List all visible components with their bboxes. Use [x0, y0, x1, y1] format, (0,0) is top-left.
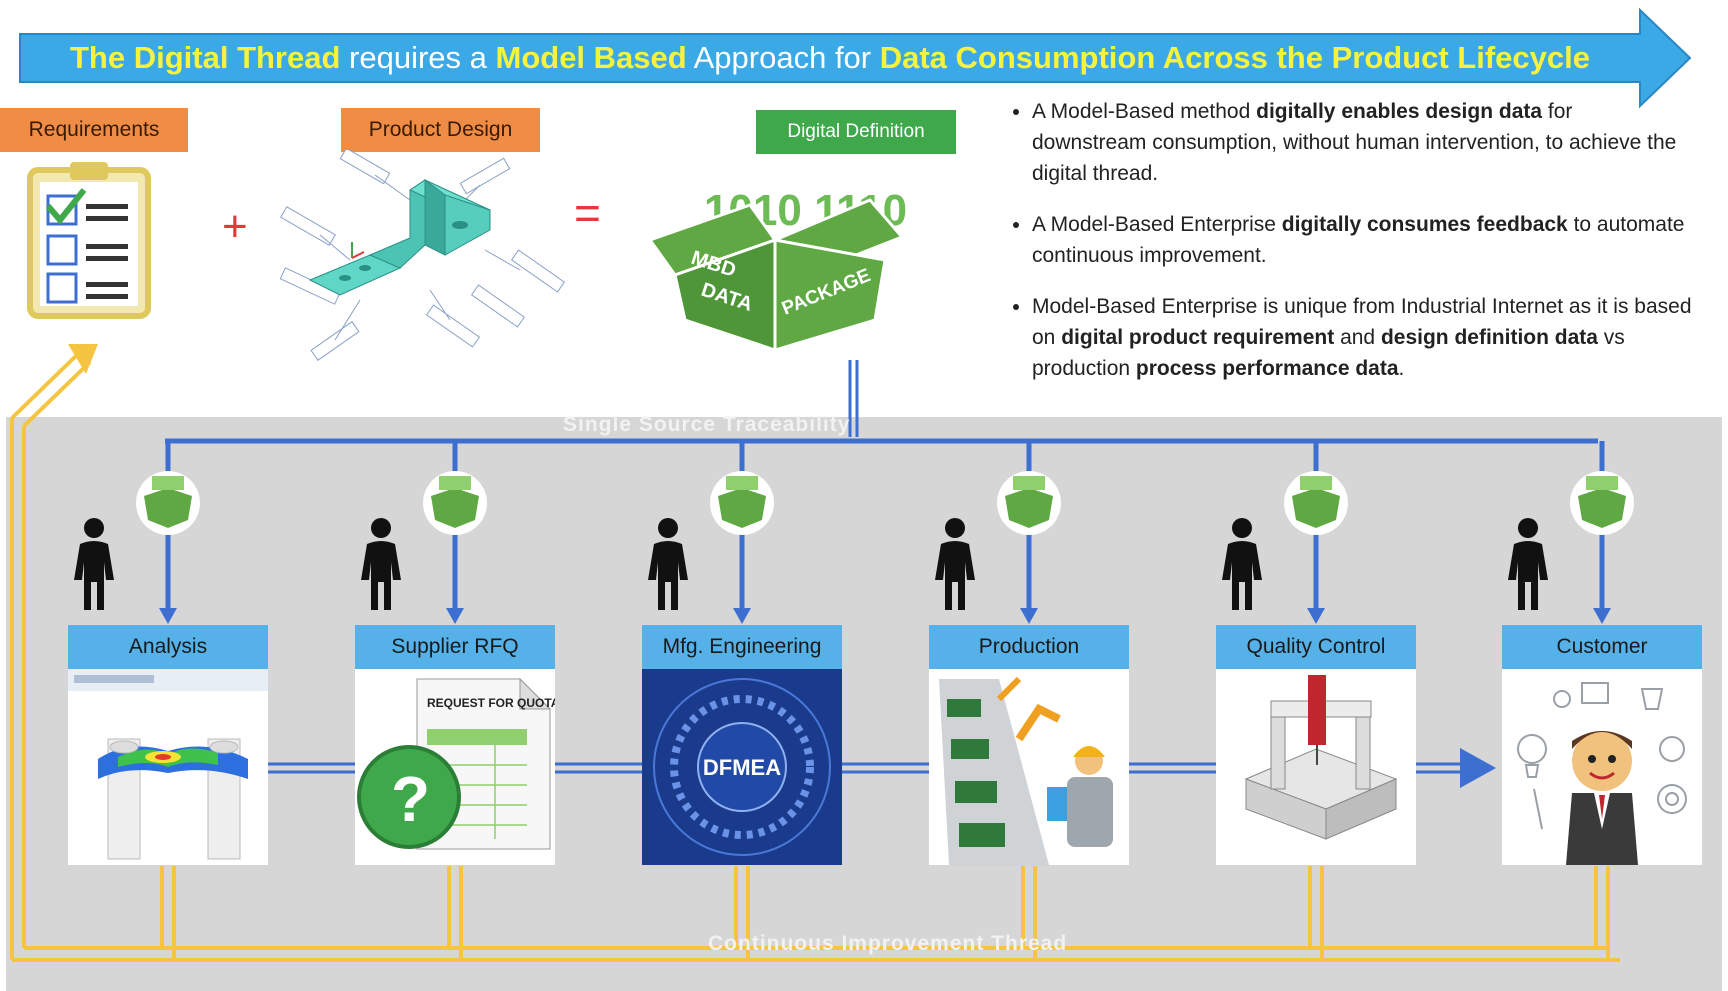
person-icon — [357, 518, 405, 612]
stage-card: Supplier RFQ REQUEST FOR QUOTATION? — [355, 625, 555, 865]
banner-segment: Approach for — [686, 40, 880, 75]
requirements-tag: Requirements — [0, 108, 188, 152]
banner-segment: Model Based — [495, 40, 687, 75]
product-design-bracket-image — [280, 150, 566, 361]
stage-image: DFMEA — [642, 669, 842, 865]
bullet-text: to automate continuous improvement. — [1032, 213, 1685, 267]
bullet-emphasis: process performance data — [1135, 357, 1399, 380]
banner-segment: Data Consumption Across the Product Life… — [879, 40, 1590, 75]
rfq-caption: REQUEST FOR QUOTATION — [427, 696, 555, 710]
mbd-badge-icon — [710, 471, 774, 535]
cmm-machine-image — [1244, 675, 1398, 840]
person-icon — [644, 518, 692, 612]
mbd-badge-icon — [1284, 471, 1348, 535]
person-icon — [931, 518, 979, 612]
production-line-image — [939, 676, 1113, 865]
stage-card: Production — [929, 625, 1129, 865]
person-icon — [1218, 518, 1266, 612]
dfmea-image: DFMEA — [642, 669, 842, 865]
rfq-document-image: REQUEST FOR QUOTATION? — [357, 677, 555, 850]
single-source-traceability-label: Single Source Traceability — [563, 413, 851, 436]
bullet-emphasis: digitally consumes feedback — [1281, 213, 1568, 236]
bullet-emphasis: digital product requirement — [1061, 326, 1335, 349]
bullet-item: Model-Based Enterprise is unique from In… — [1032, 291, 1692, 384]
stage-image: REQUEST FOR QUOTATION? — [355, 669, 555, 865]
stage-card: Quality Control — [1216, 625, 1416, 865]
mbd-badge-icon — [1570, 471, 1634, 535]
dfmea-caption: DFMEA — [703, 755, 781, 780]
person-icon — [70, 518, 118, 612]
bullet-item: A Model-Based method digitally enables d… — [1032, 96, 1692, 189]
bullet-text: . — [1398, 357, 1405, 380]
lifecycle-panel — [6, 417, 1722, 991]
mbd-badge-icon — [136, 471, 200, 535]
stage-image — [1216, 669, 1416, 865]
stage-image — [68, 669, 268, 865]
feedback-arrowhead — [68, 344, 98, 374]
continuous-improvement-label: Continuous Improvement Thread — [708, 932, 1068, 955]
bullet-item: A Model-Based Enterprise digitally consu… — [1032, 209, 1692, 271]
equals-sign: = — [574, 187, 601, 239]
stage-title: Analysis — [68, 625, 268, 669]
happy-customer-image — [1517, 682, 1687, 865]
bullet-text: A Model-Based method — [1032, 100, 1257, 123]
mbd-data-package-icon: 1010 1110 0 MBD DATA PACKAGE — [647, 186, 910, 353]
key-points-list: A Model-Based method digitally enables d… — [1002, 96, 1692, 404]
clipboard-checklist-icon — [27, 162, 151, 319]
stage-card: Analysis — [68, 625, 268, 865]
stage-image — [1502, 669, 1702, 865]
banner-segment: The Digital Thread — [70, 40, 341, 75]
banner-arrow — [19, 7, 1692, 109]
person-icon — [1504, 518, 1552, 612]
mbd-badge-icon — [423, 471, 487, 535]
bullet-text: for downstream consumption, without huma… — [1032, 100, 1677, 185]
plus-sign: + — [222, 202, 248, 251]
banner-segment: requires a — [340, 40, 496, 75]
digital-definition-tag: Digital Definition — [756, 110, 956, 154]
bullet-emphasis: design definition data — [1380, 326, 1598, 349]
bullet-text: vs production — [1032, 326, 1625, 380]
stage-title: Quality Control — [1216, 625, 1416, 669]
stage-title: Customer — [1502, 625, 1702, 669]
banner-title: The Digital Thread requires a Model Base… — [20, 32, 1640, 84]
fea-analysis-image — [68, 669, 268, 860]
mbd-badge-icon — [997, 471, 1061, 535]
stage-title: Production — [929, 625, 1129, 669]
product-design-tag: Product Design — [341, 108, 540, 152]
stage-card: Customer — [1502, 625, 1702, 865]
bullet-text: A Model-Based Enterprise — [1032, 213, 1282, 236]
stage-title: Mfg. Engineering — [642, 625, 842, 669]
bullet-text: and — [1334, 326, 1381, 349]
svg-text:?: ? — [391, 763, 430, 835]
bullet-emphasis: digitally enables design data — [1256, 100, 1543, 123]
stage-image — [929, 669, 1129, 865]
stage-title: Supplier RFQ — [355, 625, 555, 669]
bullet-text: Model-Based Enterprise is unique from In… — [1032, 295, 1692, 349]
